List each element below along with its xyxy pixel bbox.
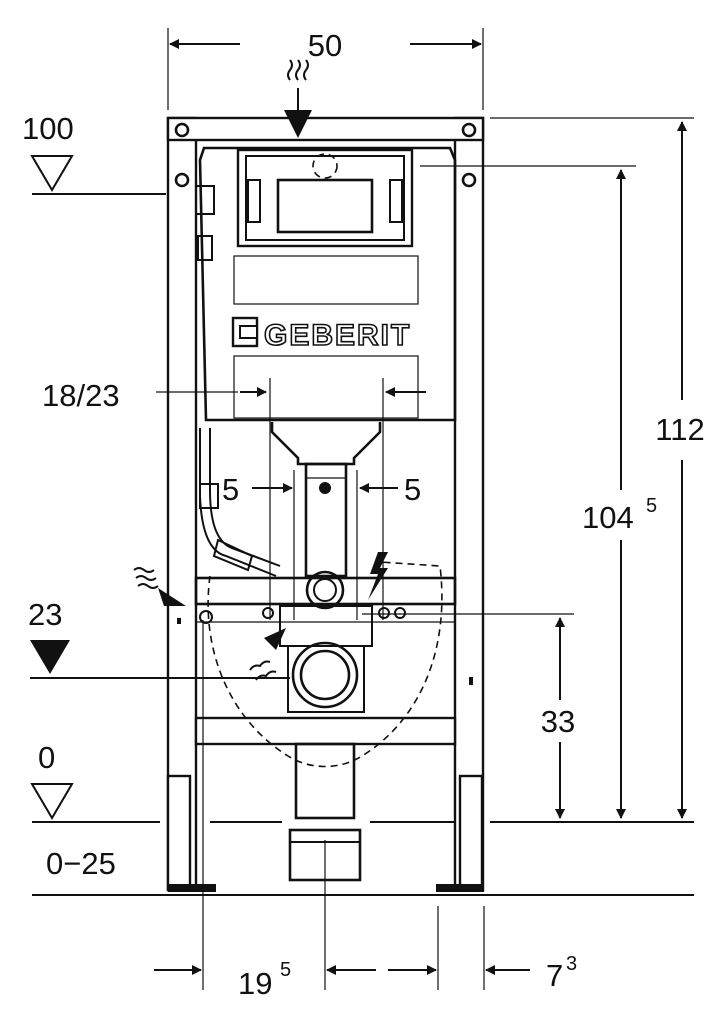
dimension-width: 50	[167, 28, 484, 110]
dim-height-total-label: 112	[655, 412, 704, 447]
water-inlet-symbol	[284, 59, 312, 138]
level-floor-marker: 0 0−25	[30, 740, 116, 881]
dimension-height-actuator: 104 5	[420, 165, 657, 819]
level-top-label: 100	[22, 111, 74, 146]
level-pipe-marker: 23	[28, 597, 290, 679]
dimension-offsets: 5 5	[222, 470, 421, 620]
level-floor-label: 0	[38, 740, 55, 775]
flush-pipe	[304, 462, 348, 610]
level-top-marker: 100	[22, 111, 166, 195]
dim-plate-spacing-label: 18/23	[42, 378, 120, 413]
brand-logo-text: GEBERIT	[264, 319, 411, 352]
dim-depth-sup: 3	[566, 953, 577, 975]
dimension-plate-spacing: 18/23	[42, 378, 426, 620]
level-pipe-label: 23	[28, 597, 62, 632]
dimension-bottom: 19 5 7 3	[154, 620, 577, 1001]
cistern: GEBERIT	[195, 146, 457, 466]
water-connection-symbol	[133, 567, 186, 606]
dim-width-label: 50	[308, 28, 342, 63]
dim-drain-height-label: 33	[541, 704, 575, 739]
dim-frame-drain-label: 19	[238, 966, 272, 1001]
dimension-drain-height: 33	[362, 613, 575, 819]
dim-offset-right-label: 5	[404, 472, 421, 507]
dim-offset-left-label: 5	[222, 472, 239, 507]
dim-height-actuator-label: 104	[582, 500, 634, 535]
geberit-logo: GEBERIT	[231, 316, 411, 353]
dimension-height-total: 112	[490, 117, 705, 819]
dim-height-actuator-sup: 5	[646, 495, 657, 517]
toilet-outline	[207, 561, 443, 768]
dim-depth-label: 7	[546, 958, 563, 993]
electrical-connection-icon	[368, 552, 388, 600]
steam-symbol	[249, 628, 286, 681]
installation-frame	[166, 116, 485, 892]
floor-lines	[32, 821, 694, 896]
level-floor-range-label: 0−25	[46, 846, 116, 881]
dim-frame-drain-sup: 5	[280, 959, 291, 981]
